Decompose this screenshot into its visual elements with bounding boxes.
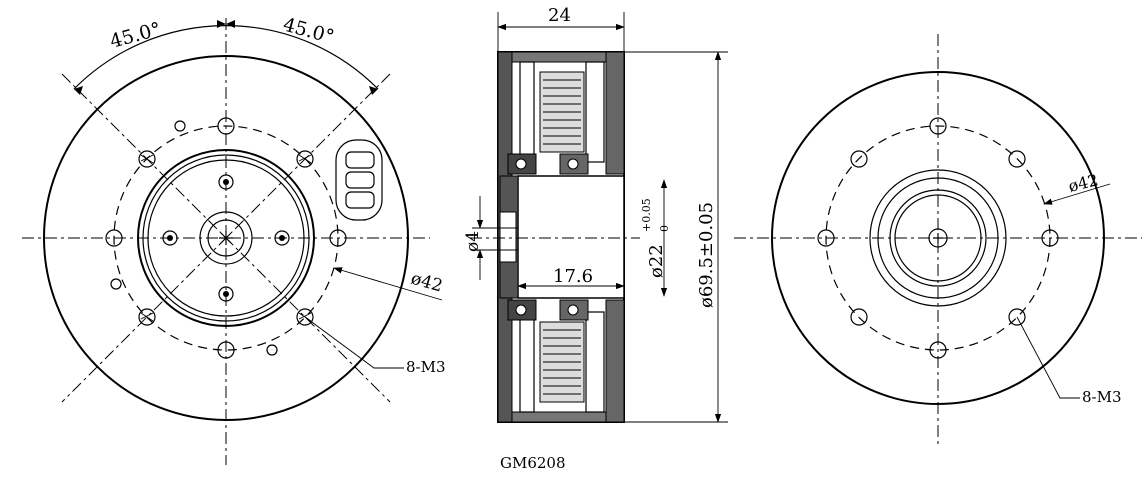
- front-view: 45.0° 45.0° ø42 8-M3: [22, 14, 446, 465]
- rear-hub-inner: [889, 189, 987, 287]
- small-diameter-label: ø4: [463, 231, 483, 252]
- side-view: 24: [463, 5, 728, 472]
- bore-diameter-label: ø22: [646, 244, 667, 278]
- rear-holes-label: 8-M3: [1082, 388, 1122, 406]
- angle-left-label: 45.0°: [108, 18, 164, 53]
- rear-bolt-holes: [817, 117, 1059, 359]
- rear-bolt-circle: [825, 125, 1051, 351]
- front-small-hole: [110, 278, 122, 290]
- front-hub-ring: [142, 154, 310, 322]
- depth-label: 17.6: [553, 266, 593, 287]
- bore-tolerance-lower: 0: [658, 225, 671, 232]
- width-label: 24: [548, 5, 571, 26]
- rear-bolt-circle-label: ø42: [1066, 170, 1100, 196]
- angle-right-label: 45.0°: [281, 14, 337, 49]
- front-hub-screws: [162, 174, 290, 302]
- bore-tolerance-upper: +0.05: [640, 198, 653, 232]
- rear-hub-outer: [869, 169, 1007, 307]
- front-holes-leader: [304, 316, 404, 369]
- rear-holes-leader: [1016, 316, 1080, 399]
- side-bearings: [507, 153, 589, 321]
- outer-diameter-label: ø69.5±0.05: [696, 202, 717, 308]
- front-holes-label: 8-M3: [406, 358, 446, 376]
- rear-view: ø42 8-M3: [734, 34, 1142, 448]
- front-bolt-circle-label: ø42: [409, 269, 445, 297]
- front-hub-inner: [147, 159, 305, 317]
- rear-shaft: [928, 228, 948, 248]
- front-bolt-circle: [113, 125, 339, 351]
- rear-outer-circle: [771, 71, 1105, 405]
- rear-bolt-circle-leader: [1043, 183, 1111, 205]
- front-small-hole: [266, 344, 278, 356]
- front-outer-circle: [43, 55, 409, 421]
- front-shaft-inner: [207, 219, 245, 257]
- front-shaft-outer: [199, 211, 253, 265]
- front-center-mark: [219, 231, 233, 245]
- side-bore: [517, 175, 625, 299]
- front-small-hole: [174, 120, 186, 132]
- front-hub-outer: [137, 149, 315, 327]
- drawing-title: GM6208: [500, 454, 566, 472]
- front-bolt-circle-leader: [333, 267, 443, 301]
- front-connector: [335, 139, 383, 221]
- rear-hub-mid: [877, 177, 999, 299]
